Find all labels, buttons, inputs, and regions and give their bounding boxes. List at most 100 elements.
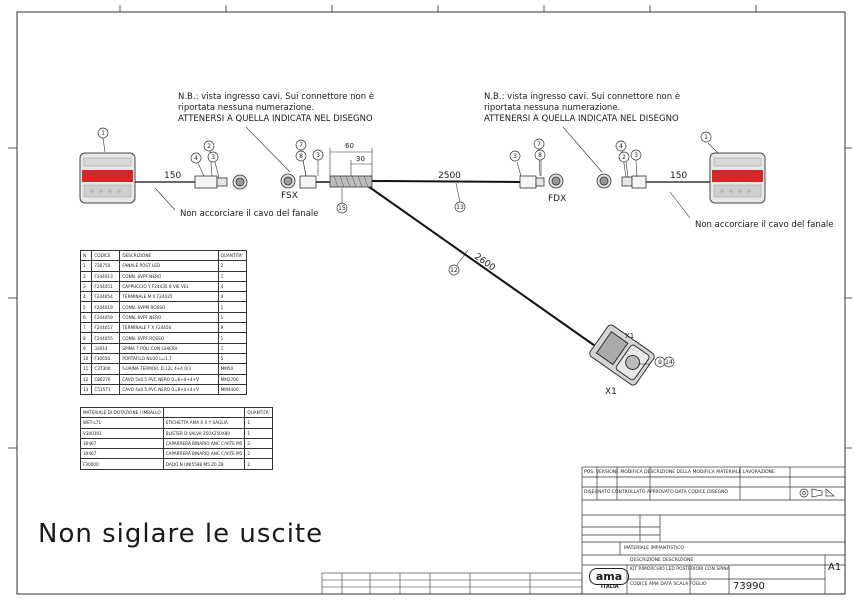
note-left-line2: riportata nessuna numerazione. <box>178 103 315 113</box>
leader-lines <box>102 126 719 365</box>
table-header-cell: QUANTITA' <box>244 406 273 419</box>
table-cell: SPINA 7 POLI CON GHIERA <box>119 342 219 354</box>
table-cell: 10 <box>79 352 93 365</box>
balloon-number: 3 <box>211 154 215 161</box>
balloon-number: 15 <box>338 205 346 212</box>
sheet-size: A1 <box>828 562 842 573</box>
balloon-number: 9 <box>658 359 662 366</box>
label-fsx: FSX <box>281 191 298 201</box>
table-cell: CAPARRERA BINARIO ANC C/VITE M5 <box>162 437 246 450</box>
table-cell: C80270 <box>91 373 121 385</box>
table-cell: 30467 <box>80 437 164 450</box>
ama-logo: ama <box>589 568 629 585</box>
balloons <box>97 127 712 368</box>
table-cell: GUAINA TERMOR. D.12L 4+4 0/3 <box>119 363 219 375</box>
table-cell: F244051 <box>91 280 121 293</box>
table-cell: 2 <box>79 270 93 282</box>
table-cell: V300301 <box>80 427 164 439</box>
table-cell: CONN. 6VPM ROSSO <box>119 301 219 313</box>
table-cell: C37300 <box>91 363 121 375</box>
table-cell: F244059 <box>91 311 121 324</box>
table-header-cell: N <box>79 249 93 262</box>
title-row-1: POS. VERSIONE MODIFICA DESCRIZIONE DELLA… <box>584 470 775 475</box>
table-cell: CAVO 4x0.5 PVC NERO 0=6+4+4+V <box>119 383 219 396</box>
title-row-5: KIT RIMORCHIO LED POSTERIORI CON SPINA <box>630 567 730 572</box>
table-cell: 1 <box>244 417 273 429</box>
balloon-number: 4 <box>619 143 623 150</box>
table-cell: 9 <box>217 322 248 334</box>
table-cell: 2 <box>244 448 273 460</box>
table-cell: 1 <box>79 260 93 272</box>
note-right-line3: ATTENERSI A QUELLA INDICATA NEL DISEGNO <box>484 114 679 124</box>
balloon-number: 2 <box>207 143 211 150</box>
title-row-3: MATERIALE IMPIANTISTICO <box>624 546 684 551</box>
table-cell: F30656 <box>91 352 121 365</box>
balloon-number: 3 <box>634 152 638 159</box>
table-cell: 1 <box>217 332 248 344</box>
balloon-number: 13 <box>456 204 464 211</box>
dim-right-lamp-cable: 150 <box>670 171 688 181</box>
table-cell: TERMINALE M X F24435 <box>119 291 219 303</box>
table-cell: 2 <box>217 260 248 272</box>
packaging-materials-table: MATERIALE DI DOTAZIONE / IMBALLO QUANTITA… <box>80 406 273 470</box>
table-cell: 4 <box>217 291 248 303</box>
title-block <box>581 466 846 595</box>
cable-entry-note-right: N.B.: vista ingresso cavi. Sui connettor… <box>484 92 680 125</box>
drawing-code: 73990 <box>733 581 765 592</box>
table-cell: CAPARRERA BINARIO ANC C/VITE M5 <box>162 448 246 460</box>
table-header-cell: CODICE <box>91 249 121 262</box>
table-cell: 11 <box>79 363 93 375</box>
x1-plug <box>589 324 655 386</box>
balloon-number: 1 <box>704 134 708 141</box>
table-cell: 2 <box>244 437 273 450</box>
balloon-number: 3 <box>513 153 517 160</box>
title-row-2: DISEGNATO CONTROLLATO APPROVATO DATA COD… <box>584 490 728 495</box>
table-cell: WET-L71 <box>80 417 164 429</box>
table-cell: F244013 <box>91 270 121 282</box>
table-cell: 2 <box>244 458 273 470</box>
table-header-cell <box>162 406 246 419</box>
table-cell: F244055 <box>91 332 121 344</box>
cable-entry-note-left: N.B.: vista ingresso cavi. Sui connettor… <box>178 92 374 125</box>
table-header-row: MATERIALE DI DOTAZIONE / IMBALLO QUANTITA… <box>80 406 273 419</box>
table-cell: 4 <box>217 280 248 293</box>
ama-logo-sub: ITALIA <box>601 584 619 590</box>
table-cell: C51571 <box>91 383 121 396</box>
table-cell: F30000 <box>80 458 164 470</box>
cables <box>135 180 710 349</box>
revision-strip <box>321 572 583 595</box>
instruction-text: Non siglare le uscite <box>38 519 324 549</box>
balloon-number: 4 <box>194 155 198 162</box>
table-cell: 9 <box>79 342 93 354</box>
right-tail-lamp <box>709 152 766 204</box>
table-cell: 4 <box>79 291 93 303</box>
label-fdx: FDX <box>548 194 567 204</box>
table-cell: MM2700 <box>217 373 248 385</box>
table-header-cell: QUANTITA' <box>217 249 248 262</box>
table-cell: CONN. 6VPF ROSSO <box>119 332 219 344</box>
table-cell: 5 <box>79 301 93 313</box>
balloon-number: 8 <box>299 153 303 160</box>
balloon-number: 7 <box>537 141 541 148</box>
label-x1: X1 <box>605 387 617 397</box>
table-cell: 7 <box>79 322 93 334</box>
title-row-4: DESCRIZIONE DESCRIZIONE <box>630 558 694 563</box>
note-right-line1: N.B.: vista ingresso cavi. Sui connettor… <box>484 92 681 102</box>
balloon-number: 2 <box>622 154 626 161</box>
table-cell: CONN. 6VPF NERO <box>119 311 219 324</box>
dim-left-lamp-cable: 150 <box>164 171 182 181</box>
table-cell: 13 <box>79 383 93 396</box>
lamp-note-left: Non accorciare il cavo del fanale <box>180 209 319 219</box>
balloon-number: 8 <box>538 152 542 159</box>
table-header-cell: MATERIALE DI DOTAZIONE / IMBALLO <box>80 406 164 419</box>
